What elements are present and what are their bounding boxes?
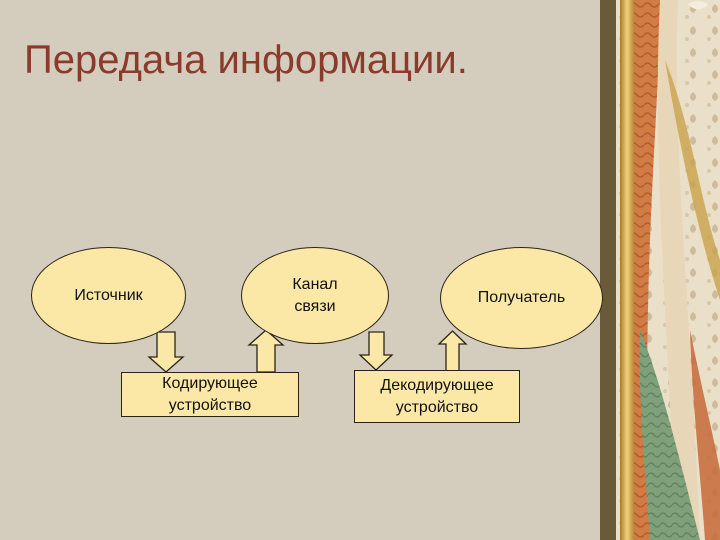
node-receiver: Получатель	[440, 247, 603, 349]
slide-title: Передача информации.	[24, 38, 468, 82]
arrow-down-icon	[358, 331, 394, 371]
node-encoder: Кодирующее устройство	[121, 372, 299, 417]
node-channel: Канал связи	[241, 247, 389, 344]
node-receiver-label: Получатель	[477, 289, 566, 306]
node-source-label: Источник	[74, 286, 143, 304]
node-source: Источник	[31, 247, 186, 344]
node-decoder-label: Декодирующее устройство	[380, 376, 494, 416]
node-decoder: Декодирующее устройство	[354, 370, 520, 423]
arrow-up-icon	[247, 329, 285, 373]
arrow-down-icon	[147, 331, 185, 373]
node-channel-label: Канал связи	[292, 275, 338, 315]
node-encoder-label: Кодирующее устройство	[162, 374, 258, 414]
arrow-up-icon	[437, 330, 468, 373]
